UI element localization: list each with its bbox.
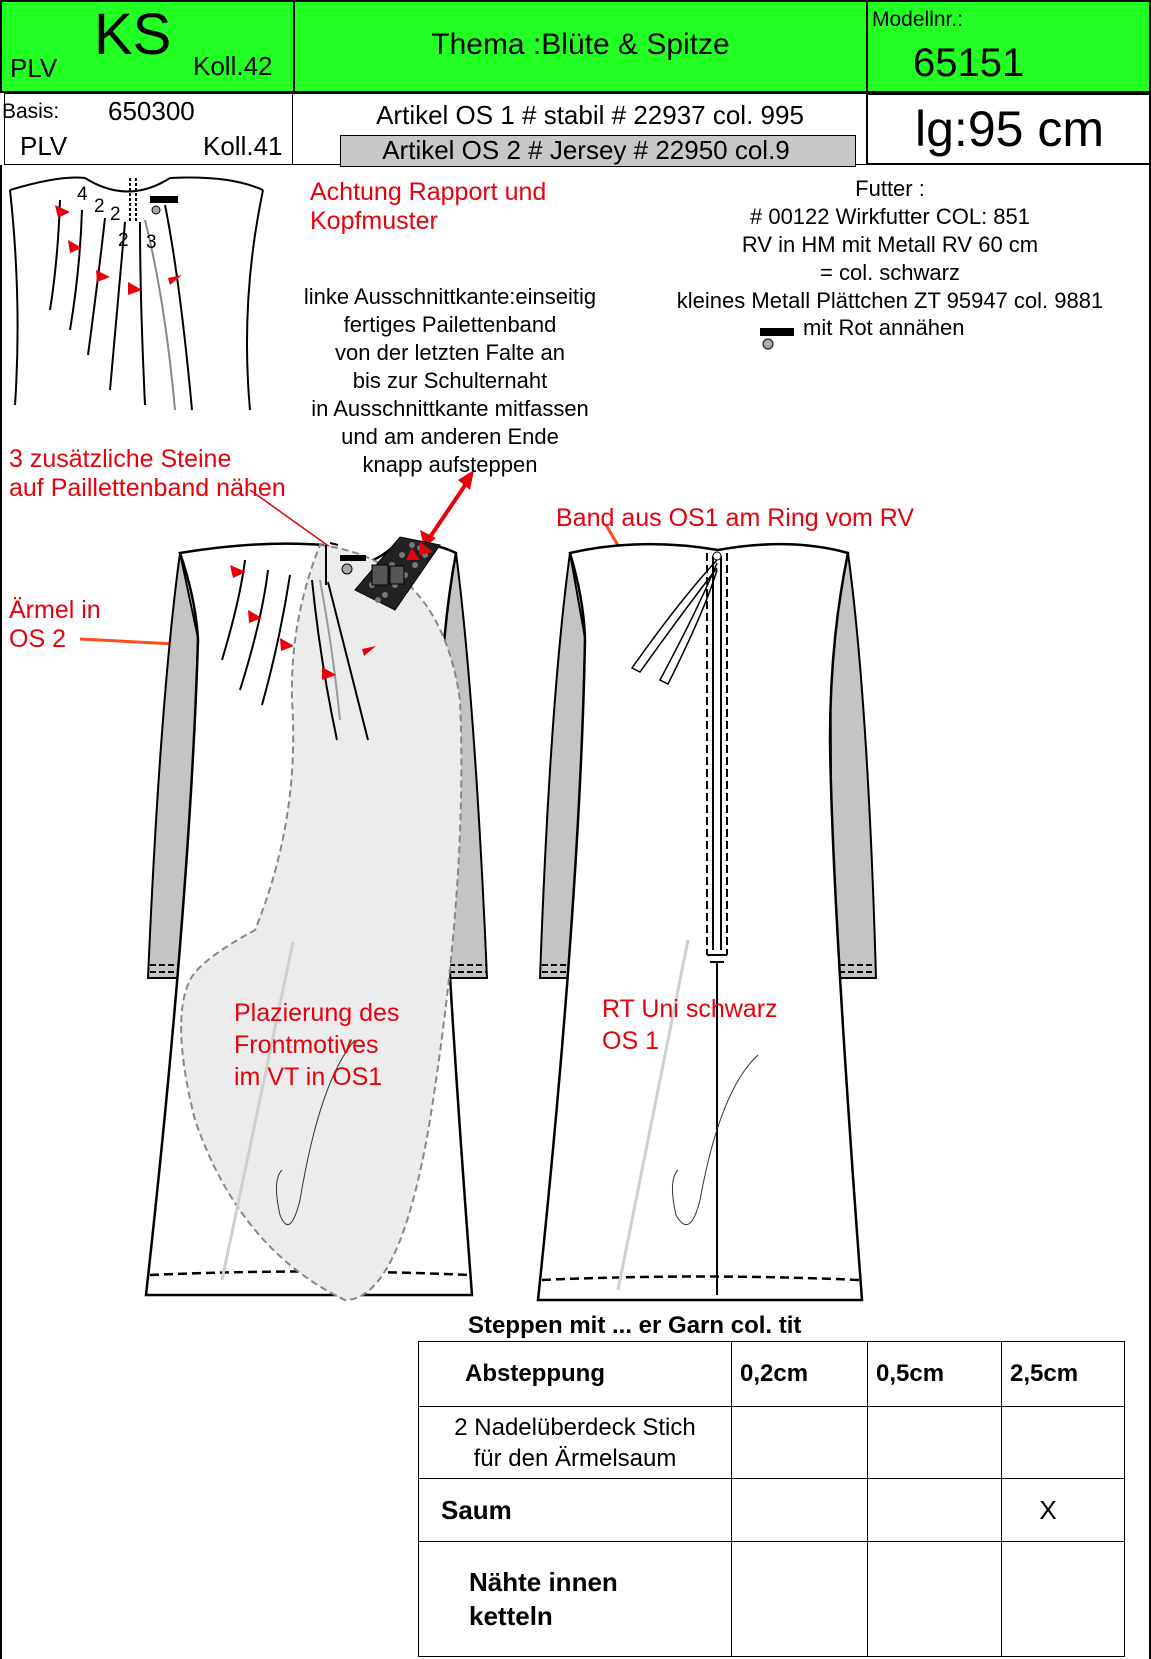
band-note: Band aus OS1 am Ring vom RV <box>556 504 915 532</box>
header-divider-1 <box>293 0 295 93</box>
stitch-table-title: Steppen mit ... er Garn col. tit <box>468 1312 802 1339</box>
futter-note: Futter :# 00122 Wirkfutter COL: 851 RV i… <box>676 176 1104 313</box>
basis-box <box>4 93 293 165</box>
table-header-cell: 2,5cm <box>1001 1341 1125 1407</box>
article-2-box <box>340 135 856 167</box>
model-label: Modellnr.: <box>872 8 964 31</box>
table-cell <box>1001 1406 1125 1479</box>
basis-number: 650300 <box>108 96 195 126</box>
table-row-label: Saum <box>418 1478 732 1542</box>
detail-number: 4 <box>77 184 88 205</box>
article-1: Artikel OS 1 # stabil # 22937 col. 995 <box>376 100 804 130</box>
table-header-cell: Absteppung <box>418 1341 732 1407</box>
length-box <box>866 93 1151 165</box>
table-row: Saum X <box>418 1478 1125 1542</box>
front-dress-sketch <box>144 536 489 1302</box>
brand-sub-left: PLV <box>10 53 58 83</box>
length-value: lg:95 cm <box>915 101 1104 157</box>
detail-red-arrows <box>55 205 182 295</box>
header-bar <box>0 0 1151 93</box>
article-2: Artikel OS 2 # Jersey # 22950 col.9 <box>382 135 790 165</box>
collection-label: Koll.42 <box>193 51 273 81</box>
detail-number: 3 <box>146 232 157 253</box>
table-cell <box>1001 1541 1125 1657</box>
basis-sub-left: PLV <box>20 131 68 161</box>
table-cell <box>731 1406 868 1479</box>
detail-number: 2 <box>118 230 129 251</box>
sequin-band <box>354 536 441 611</box>
neckline-detail-sketch <box>9 176 264 411</box>
table-cell <box>731 1541 868 1657</box>
model-number: 65151 <box>913 41 1025 85</box>
basis-label: Basis: <box>2 100 60 123</box>
table-cell <box>867 1406 1002 1479</box>
table-cell <box>867 1478 1002 1542</box>
back-dress-sketch <box>536 542 878 1302</box>
zipper-pull-swatch <box>760 328 794 336</box>
stitch-table: Absteppung 0,2cm 0,5cm 2,5cm 2 Nadelüber… <box>418 1341 1125 1657</box>
futter-note-last: mit Rot annähen <box>803 315 965 340</box>
table-cell <box>731 1478 868 1542</box>
table-cell: X <box>1001 1478 1125 1542</box>
theme-title: Thema :Blüte & Spitze <box>431 28 730 61</box>
table-row: Absteppung 0,2cm 0,5cm 2,5cm <box>418 1341 1125 1407</box>
neckline-indicator-arrow <box>420 470 474 548</box>
brand-code: KS <box>94 2 172 67</box>
header-divider-2 <box>866 0 868 93</box>
table-header-cell: 0,2cm <box>731 1341 868 1407</box>
table-cell <box>867 1541 1002 1657</box>
basis-collection: Koll.41 <box>203 131 283 161</box>
table-header-cell: 0,5cm <box>867 1341 1002 1407</box>
detail-number: 2 <box>94 196 105 217</box>
detail-number: 2 <box>110 204 121 225</box>
